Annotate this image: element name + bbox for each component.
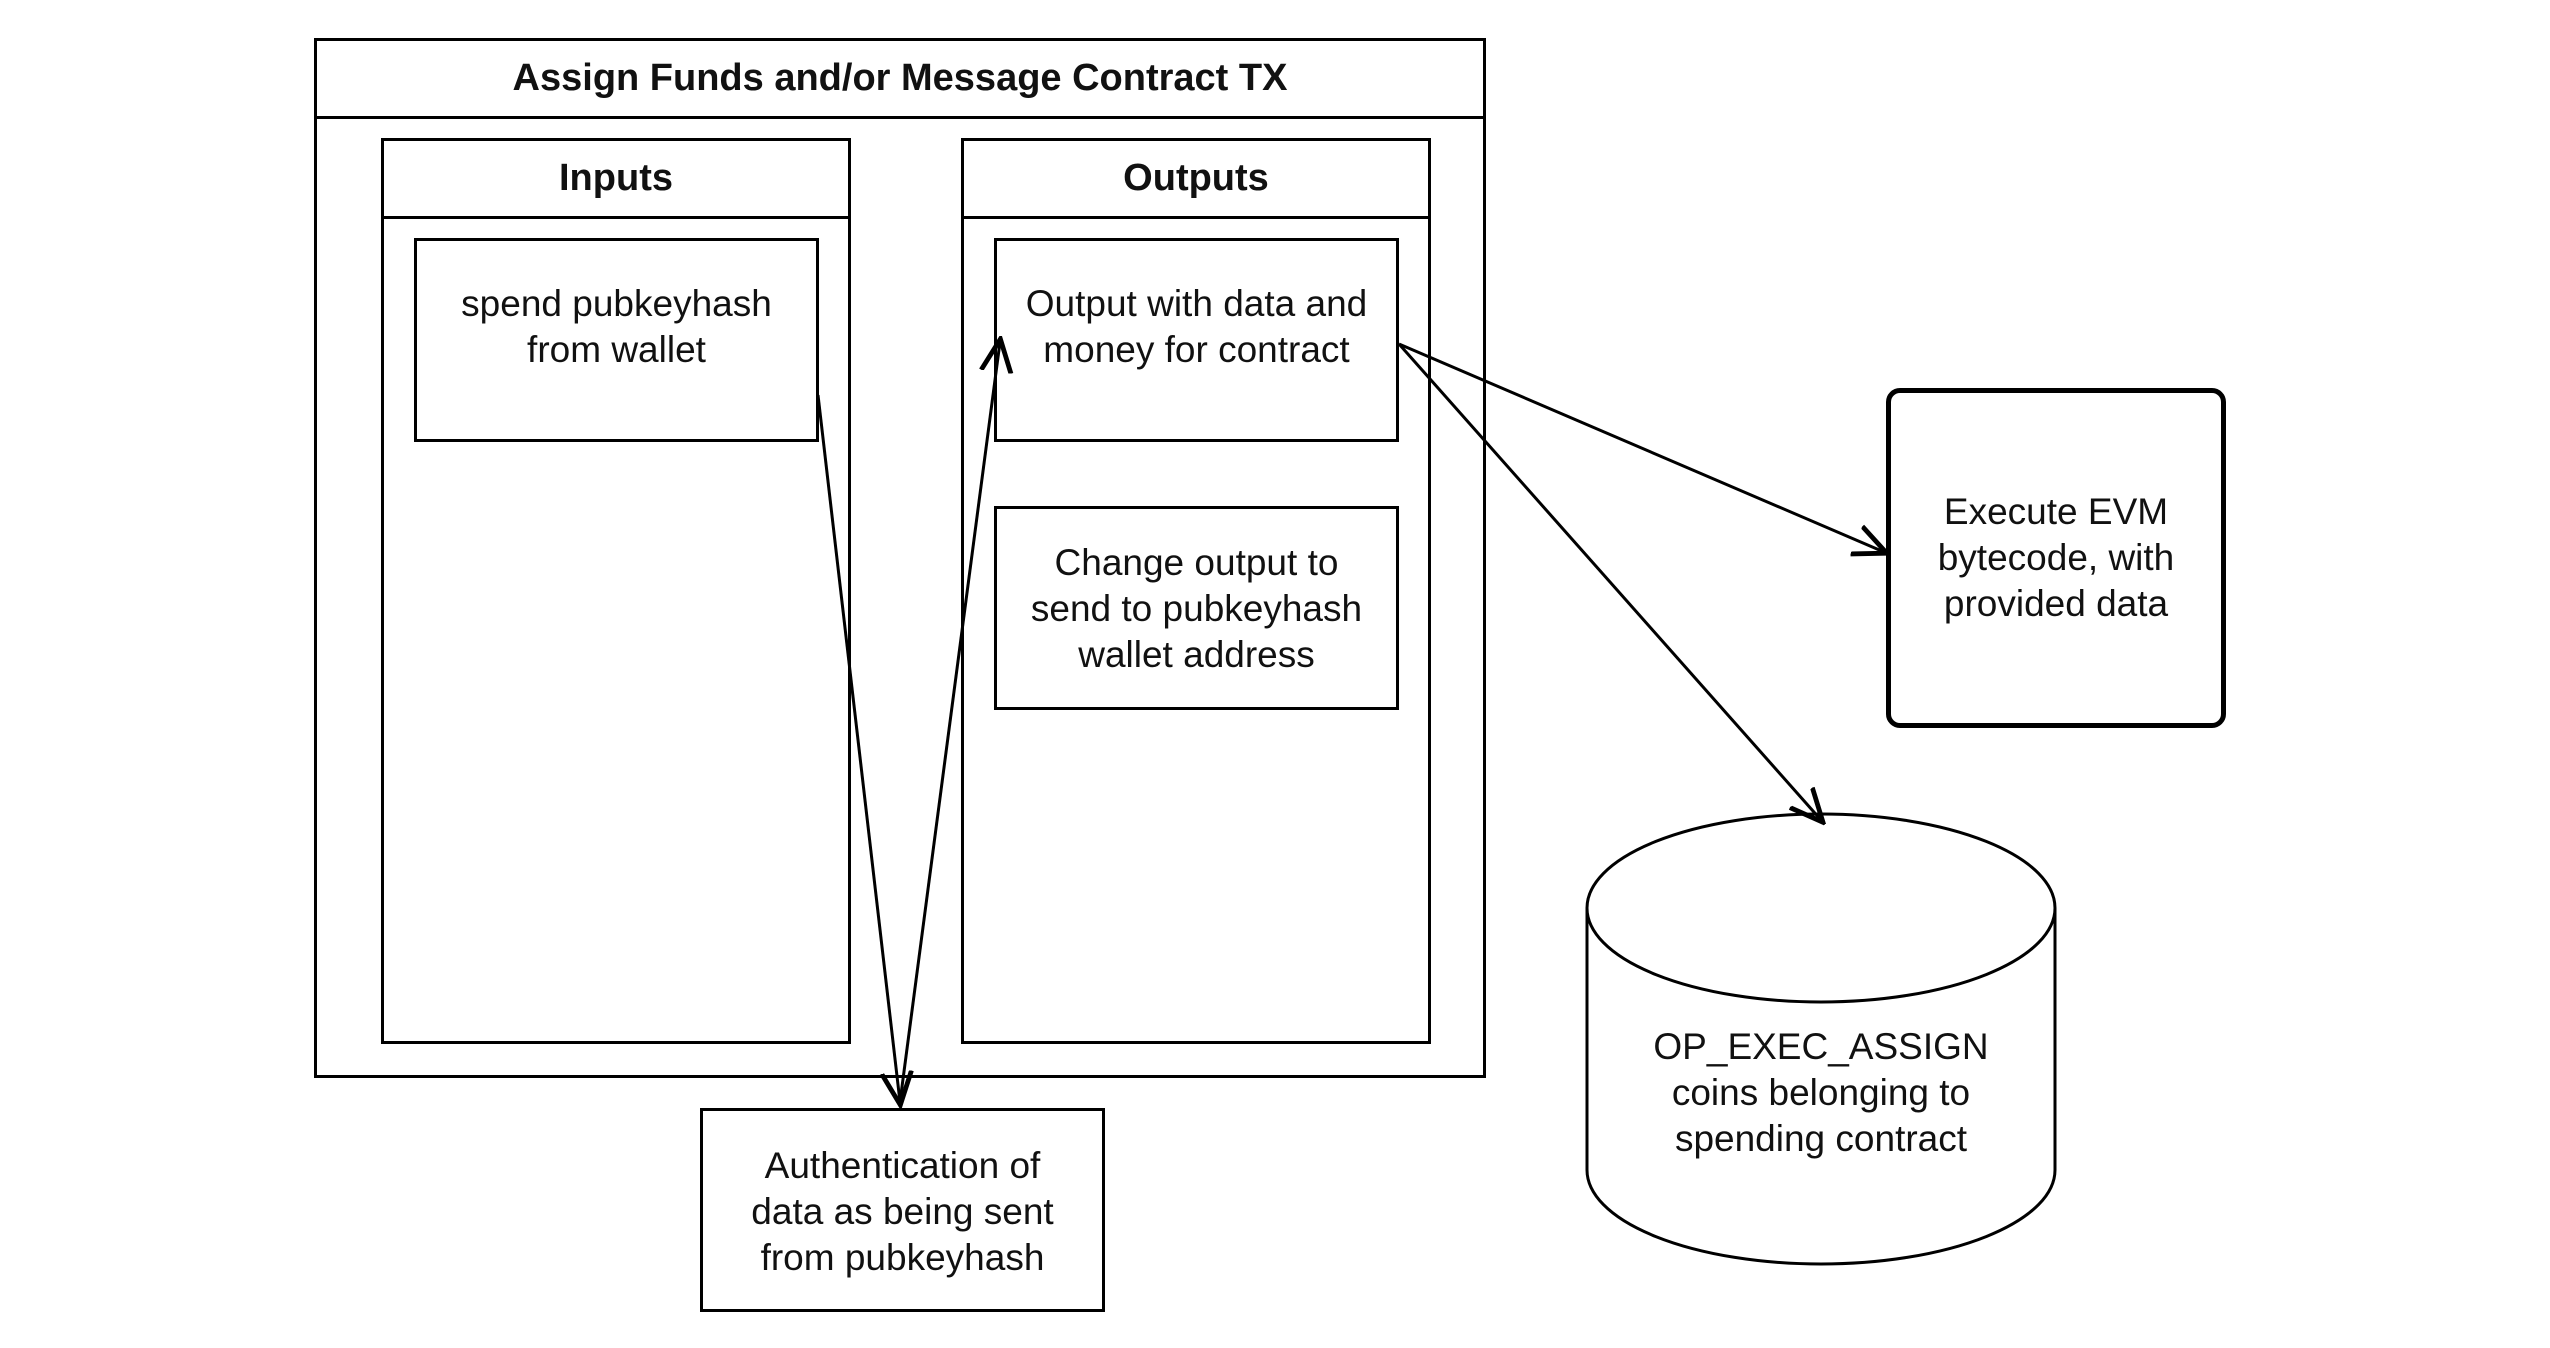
change-output-box: Change output to send to pubkeyhash wall… [994,506,1399,710]
change-output-label: Change output to send to pubkeyhash wall… [1030,541,1363,676]
execute-evm-label: Execute EVM bytecode, with provided data [1937,490,2175,625]
inputs-panel-title: Inputs [384,141,848,219]
authentication-box: Authentication of data as being sent fro… [700,1108,1105,1312]
outputs-panel-title: Outputs [964,141,1428,219]
spend-pubkeyhash-box: spend pubkeyhash from wallet [414,238,819,442]
spend-pubkeyhash-label: spend pubkeyhash from wallet [461,282,772,370]
execute-evm-box: Execute EVM bytecode, with provided data [1886,388,2226,728]
authentication-label: Authentication of data as being sent fro… [751,1144,1054,1279]
contract-output-box: Output with data and money for contract [994,238,1399,442]
storage-cylinder-label: OP_EXEC_ASSIGN coins belonging to spendi… [1653,1025,1989,1160]
tx-container-title: Assign Funds and/or Message Contract TX [317,41,1483,119]
contract-output-label: Output with data and money for contract [1025,282,1368,370]
